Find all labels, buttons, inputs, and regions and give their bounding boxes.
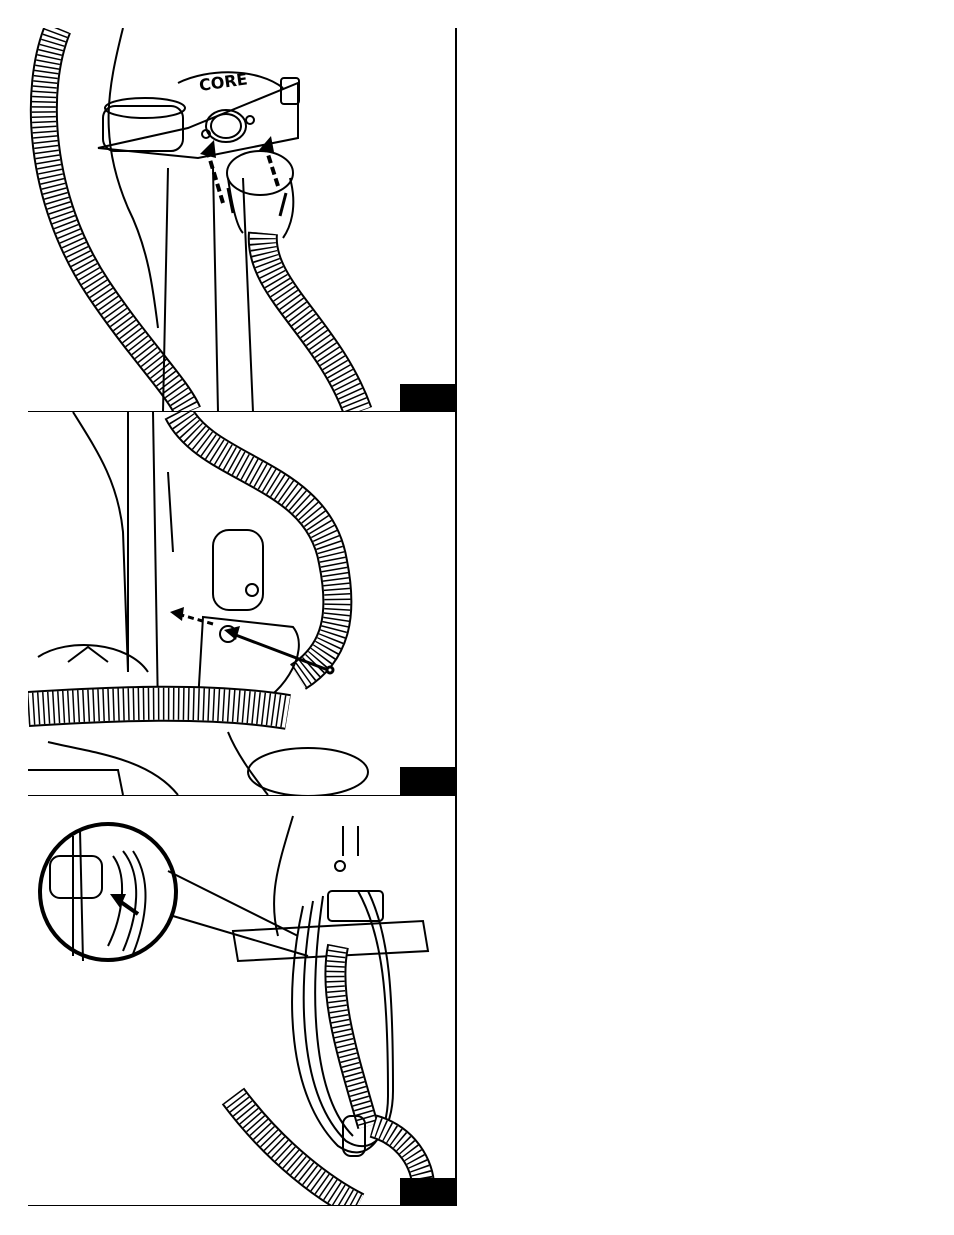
figure-tab: [400, 384, 455, 412]
hose-attachment-illustration: CORE: [28, 28, 455, 412]
illustration-panel-3: [28, 796, 455, 1206]
hose-hook-illustration: [28, 412, 455, 795]
column-rule: [455, 28, 457, 1206]
illustration-panel-2: [28, 412, 455, 795]
figure-tab: [400, 767, 455, 795]
panel-bottom-rule: [28, 1205, 456, 1206]
figure-tab: [400, 1178, 455, 1206]
cord-wrap-illustration: [28, 796, 455, 1206]
illustration-panel-1: CORE: [28, 28, 455, 412]
